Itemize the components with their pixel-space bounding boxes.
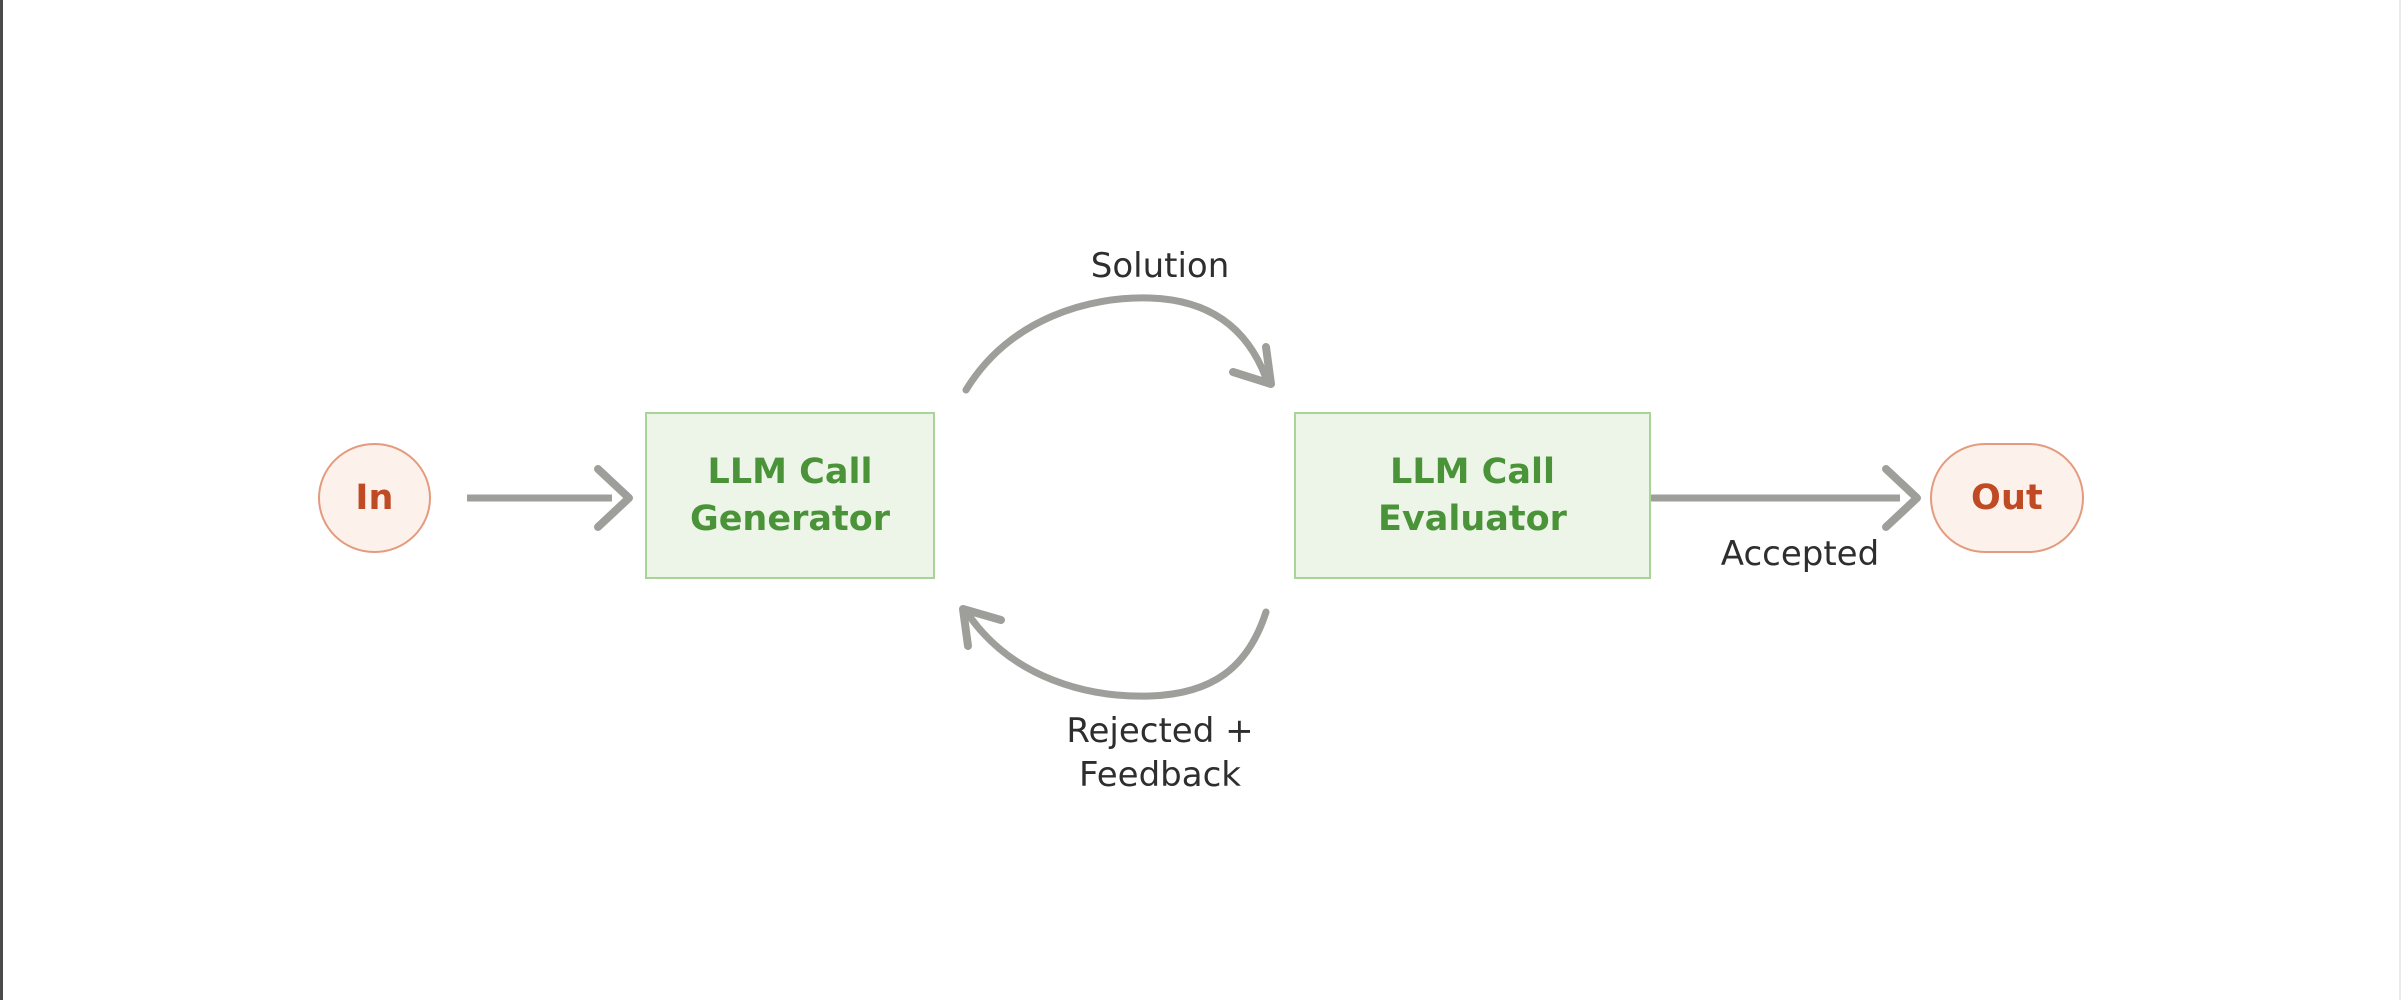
edge-evaluator-to-generator-curve	[964, 608, 1270, 700]
node-out-label: Out	[1970, 477, 2043, 518]
canvas-right-border	[2399, 0, 2401, 1000]
canvas-left-border	[0, 0, 3, 1000]
node-in-label: In	[355, 477, 394, 518]
node-llm-call-evaluator-label-line1: LLM Call	[1390, 452, 1555, 493]
edge-evaluator-to-out-arrowhead	[1882, 465, 1921, 531]
node-in[interactable]: In	[318, 443, 431, 553]
edge-evaluator-to-generator	[959, 605, 1270, 700]
edge-in-to-generator-arrowhead	[594, 465, 633, 531]
edge-generator-to-evaluator	[962, 294, 1275, 394]
node-llm-call-generator-label-line1: LLM Call	[707, 452, 873, 493]
edge-generator-to-evaluator-curve	[962, 294, 1270, 394]
edge-label-rejected-feedback: Rejected + Feedback	[1066, 711, 1254, 795]
node-llm-call-generator[interactable]: LLM Call Generator	[645, 412, 935, 579]
node-llm-call-generator-label-line2: Generator	[689, 498, 891, 539]
edge-label-accepted: Accepted	[1720, 534, 1880, 574]
edge-in-to-generator	[467, 465, 633, 531]
node-llm-call-evaluator-label-line2: Evaluator	[1378, 498, 1567, 539]
edge-evaluator-to-generator-arrowhead	[959, 605, 1005, 650]
node-llm-call-evaluator[interactable]: LLM Call Evaluator	[1294, 412, 1651, 579]
edge-generator-to-evaluator-arrowhead	[1229, 343, 1275, 388]
edge-label-solution: Solution	[1090, 246, 1230, 286]
node-out[interactable]: Out	[1930, 443, 2084, 553]
